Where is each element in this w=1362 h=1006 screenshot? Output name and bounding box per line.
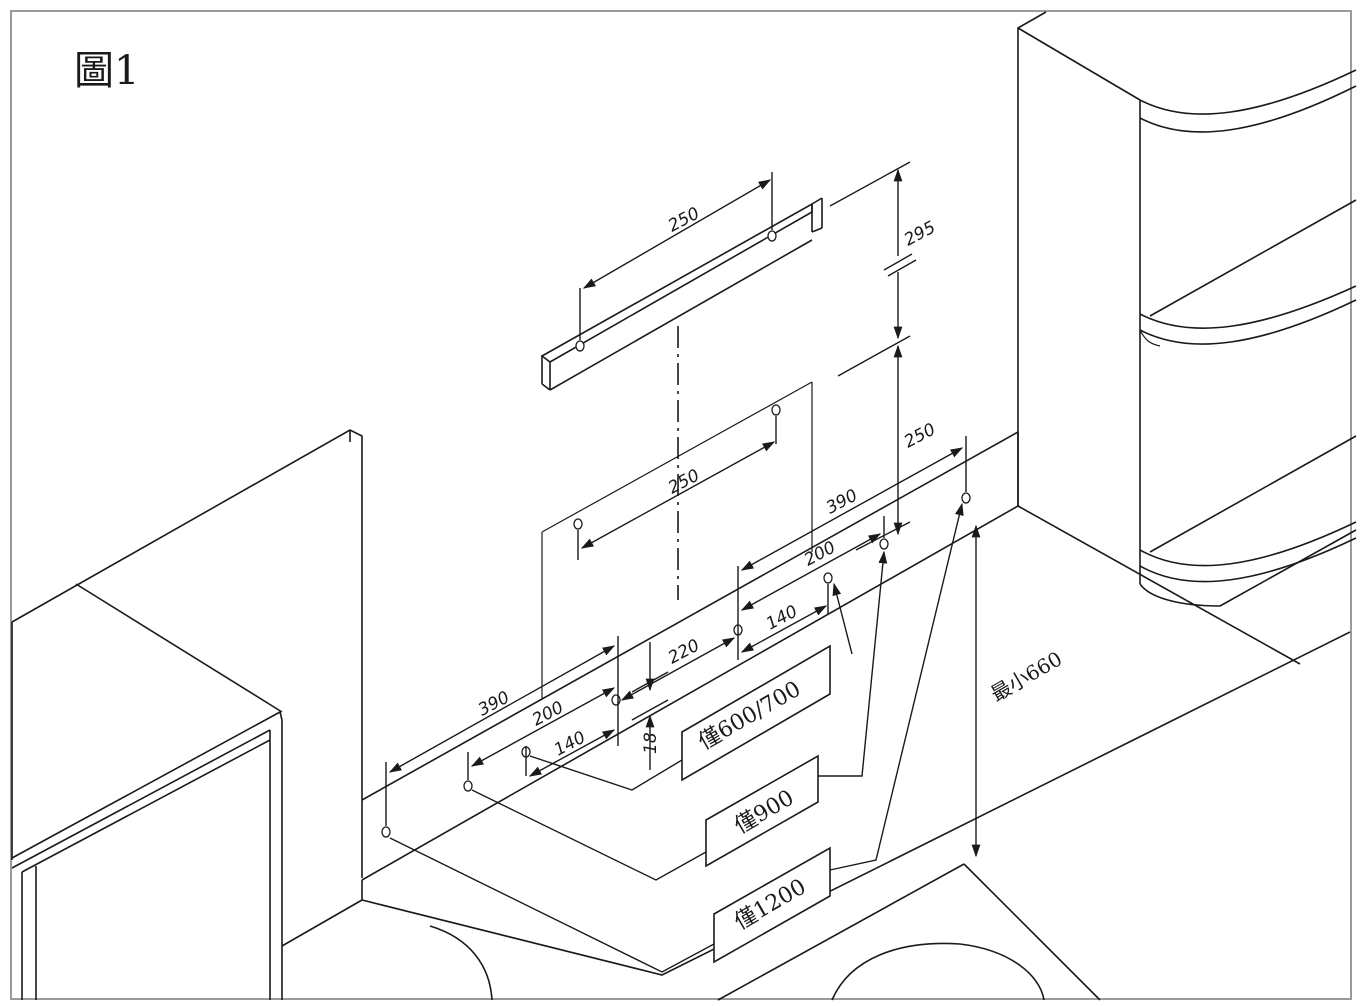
figure-title: 圖1: [74, 48, 139, 94]
dim-left-390: 390: [475, 688, 513, 721]
dim-bracket-width: 250: [665, 204, 703, 237]
hole-900-left: [463, 780, 473, 792]
mounting-bracket: [540, 172, 823, 391]
dim-right-390: 390: [823, 486, 861, 519]
right-cabinet: [1017, 11, 1357, 607]
dim-mid-220: 220: [665, 636, 703, 669]
hole-1200-left: [381, 826, 391, 838]
dim-left-140: 140: [551, 728, 589, 761]
wall-hole-dimensions: [381, 436, 971, 838]
wall-and-counter: [281, 431, 1351, 1001]
hole-center-left: [611, 694, 621, 706]
callout-box-600-700: [681, 644, 831, 782]
left-cabinet: [11, 429, 363, 1000]
callouts: [389, 502, 964, 973]
dim-vertical-gap: 295: [901, 218, 939, 251]
hole-1200-right: [961, 492, 971, 504]
dim-min-height: 最小660: [987, 646, 1067, 706]
dim-hole-spacing: 250: [665, 466, 703, 499]
callout-box-900: [705, 754, 819, 868]
bracket-hole-right: [767, 230, 777, 242]
callout-box-1200: [713, 846, 831, 964]
dim-mid-18: 18: [641, 732, 661, 754]
bracket-hole-left: [575, 340, 585, 352]
dim-hole-vertical: 250: [901, 420, 939, 453]
hole-600-right: [823, 572, 833, 584]
hole-900-right: [879, 538, 889, 550]
dim-right-200: 200: [801, 538, 839, 571]
hood-hole-left: [573, 518, 583, 530]
hood-hole-right: [771, 404, 781, 416]
